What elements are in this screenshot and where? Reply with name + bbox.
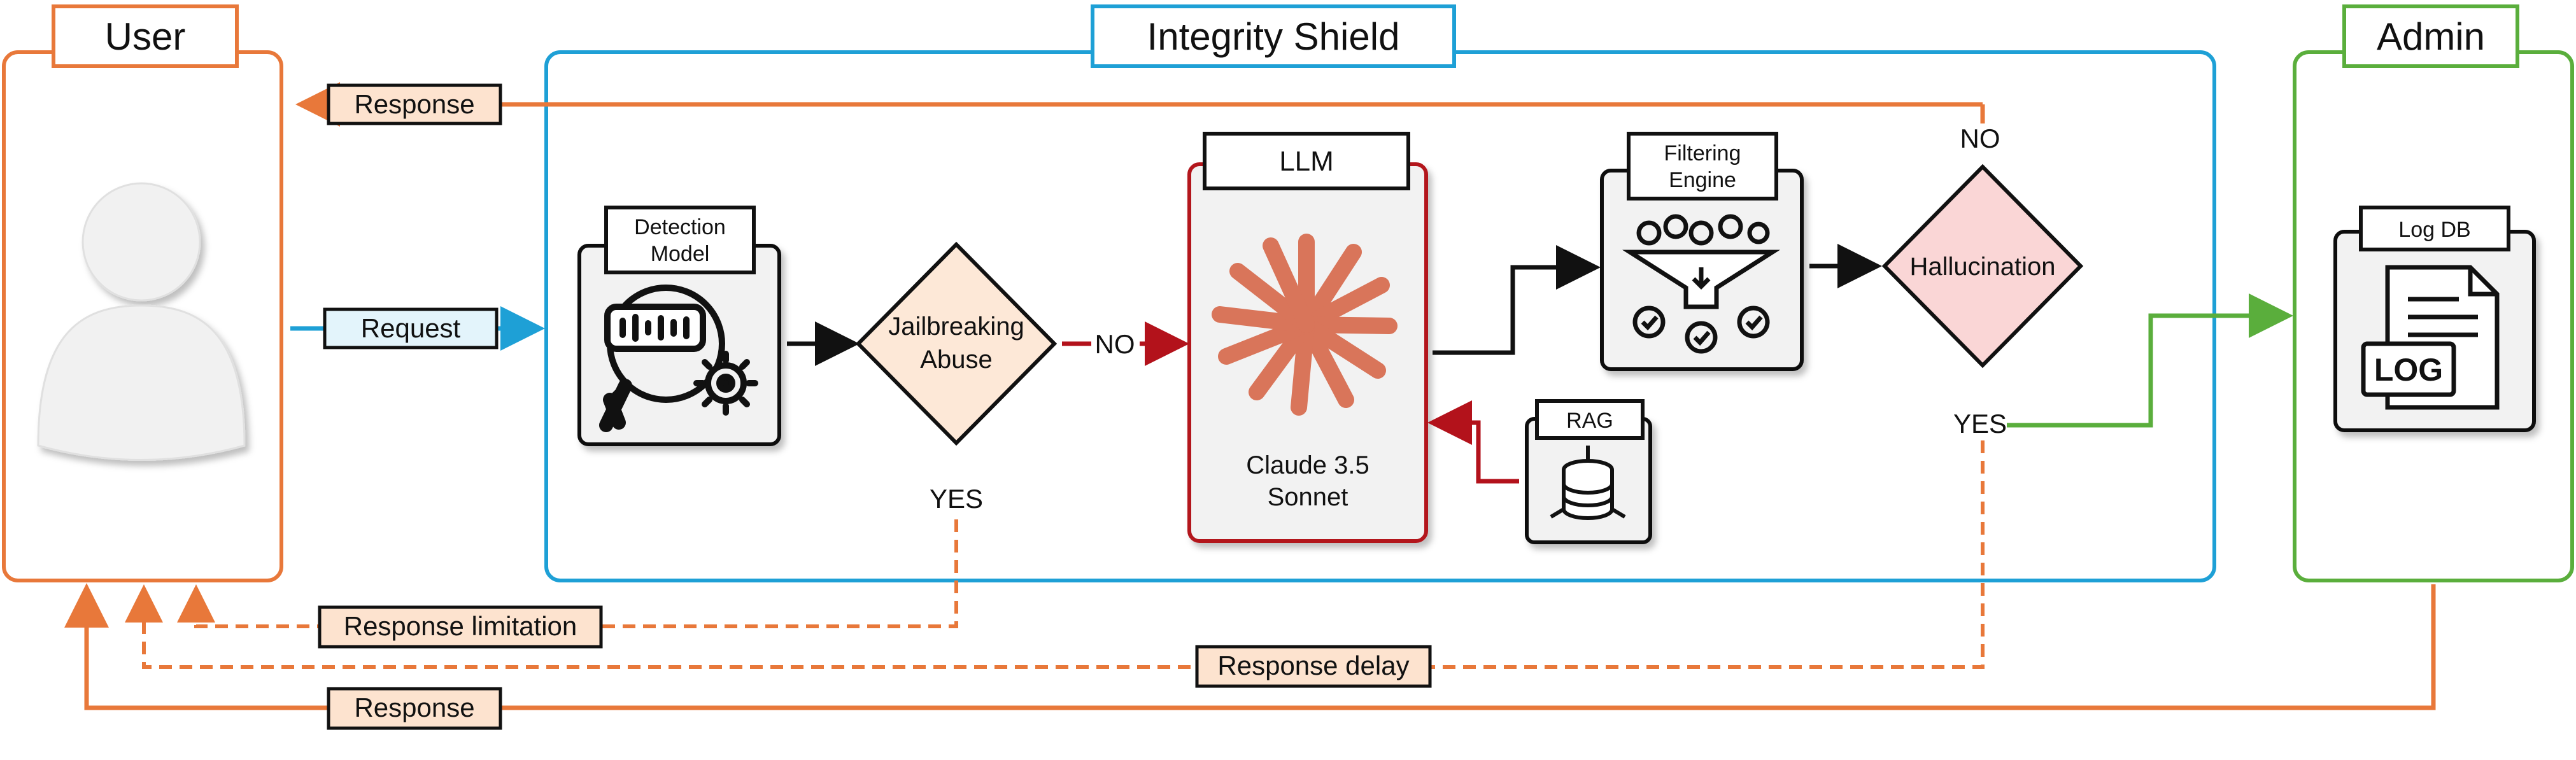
- llm-model-line1: Claude 3.5: [1246, 451, 1369, 479]
- user-panel: User: [2, 4, 283, 582]
- jailbreak-line2: Abuse: [920, 346, 992, 374]
- filter-title-line1: Filtering: [1664, 141, 1741, 165]
- jailbreak-line1: Jailbreaking: [888, 313, 1024, 341]
- jailbreak-no-label: NO: [1095, 329, 1135, 359]
- log-icon-text: LOG: [2374, 352, 2443, 388]
- filtering-engine-node: Filtering Engine: [1600, 132, 1804, 371]
- shield-title: Integrity Shield: [1147, 15, 1400, 58]
- detection-model-node: Detection Model: [577, 206, 781, 446]
- rag-title-box: [1535, 399, 1645, 440]
- llm-to-filter-arrow: [1433, 245, 1601, 355]
- jailbreak-no-flow: NO: [1062, 321, 1189, 366]
- rag-title: RAG: [1566, 409, 1613, 433]
- logdb-title-box: [2359, 206, 2510, 251]
- response-delay-flow: Response delay: [125, 440, 1985, 688]
- magnifier-handle: [599, 379, 632, 432]
- llm-title: LLM: [1279, 146, 1334, 177]
- llm-node: LLM Claude 3.5 Sonnet: [1187, 132, 1428, 543]
- response-bottom-label: Response: [354, 693, 474, 722]
- response-top-flow: Response: [295, 82, 1985, 127]
- admin-title-box: [2342, 4, 2519, 68]
- filter-title-line2: Engine: [1669, 168, 1736, 192]
- hallucination-to-admin-arrow: [2007, 293, 2293, 428]
- response-delay-label: Response delay: [1217, 651, 1409, 680]
- request-label: Request: [361, 313, 461, 343]
- rag-to-llm-arrow: [1427, 400, 1519, 484]
- shield-title-box: [1091, 4, 1456, 68]
- request-label-box: [323, 307, 499, 349]
- rag-node: RAG: [1525, 399, 1652, 544]
- request-flow: Request: [290, 306, 545, 351]
- response-top-label: Response: [354, 89, 474, 119]
- response-bottom-flow: Response: [64, 583, 2436, 730]
- database-icon: [1550, 446, 1626, 520]
- detection-title-line2: Model: [651, 242, 710, 266]
- response-bottom-box: [327, 687, 502, 730]
- jailbreak-yes-label: YES: [930, 484, 983, 514]
- hallucination-no-label: NO: [1960, 123, 2000, 153]
- user-title-box: [52, 4, 239, 68]
- response-limitation-flow: Response limitation: [177, 519, 958, 649]
- response-top-label-box: [327, 83, 502, 125]
- claude-logo-icon: [1212, 234, 1398, 416]
- logdb-node: Log DB LOG: [2333, 206, 2536, 432]
- detection-title-line1: Detection: [634, 215, 726, 239]
- log-file-icon: [2361, 265, 2500, 410]
- jailbreaking-abuse-decision: Jailbreaking Abuse: [855, 241, 1058, 446]
- llm-model-line2: Sonnet: [1268, 483, 1348, 511]
- hallucination-yes-label: YES: [1953, 409, 2007, 439]
- user-title: User: [105, 15, 186, 58]
- hallucination-decision: Hallucination: [1881, 164, 2084, 369]
- detection-title-box: [604, 206, 756, 274]
- logdb-title: Log DB: [2398, 218, 2470, 242]
- response-delay-box: [1195, 645, 1432, 688]
- response-limitation-box: [318, 605, 603, 649]
- llm-title-box: [1203, 132, 1410, 190]
- admin-title: Admin: [2377, 15, 2485, 58]
- filter-title-box: [1627, 132, 1778, 201]
- funnel-filter-icon: [1622, 214, 1781, 354]
- response-limitation-label: Response limitation: [344, 611, 577, 641]
- user-avatar-icon: [37, 182, 246, 461]
- hallucination-label: Hallucination: [1909, 253, 2055, 281]
